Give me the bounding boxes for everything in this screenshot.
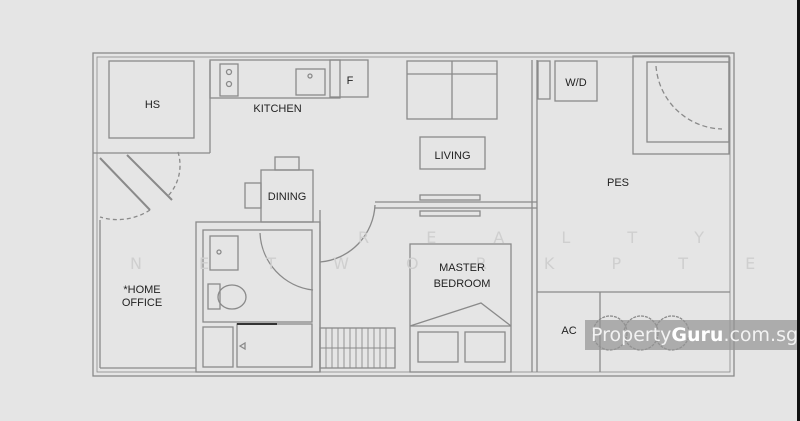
right-edge-divider	[797, 0, 800, 421]
agency-watermark-line2: N E T W O R K P T E L T D	[130, 254, 800, 273]
watermark-brand: Guru	[671, 324, 724, 346]
outer-wall	[92, 52, 735, 377]
room-label-kitchen: KITCHEN	[253, 103, 302, 115]
room-label-wd: W/D	[565, 77, 587, 89]
room-label-living: LIVING	[434, 150, 471, 162]
watermark-prefix: Property	[591, 324, 672, 346]
room-label-master-1: MASTER	[439, 262, 485, 274]
room-label-pes: PES	[606, 177, 629, 189]
room-label-home-office-2: OFFICE	[121, 297, 163, 309]
hs-room	[108, 60, 195, 139]
room-label-fridge: F	[346, 75, 354, 87]
room-label-home-office-1: *HOME	[123, 284, 161, 296]
propertyguru-watermark: PropertyGuru.com.sg	[585, 320, 799, 350]
room-label-hs: HS	[144, 99, 161, 111]
room-label-ac: AC	[561, 325, 577, 337]
room-label-dining: DINING	[267, 191, 307, 203]
watermark-suffix: .com.sg	[723, 324, 799, 346]
room-label-master-2: BEDROOM	[433, 278, 491, 290]
agency-watermark-line1: R E A L T Y	[358, 228, 731, 247]
